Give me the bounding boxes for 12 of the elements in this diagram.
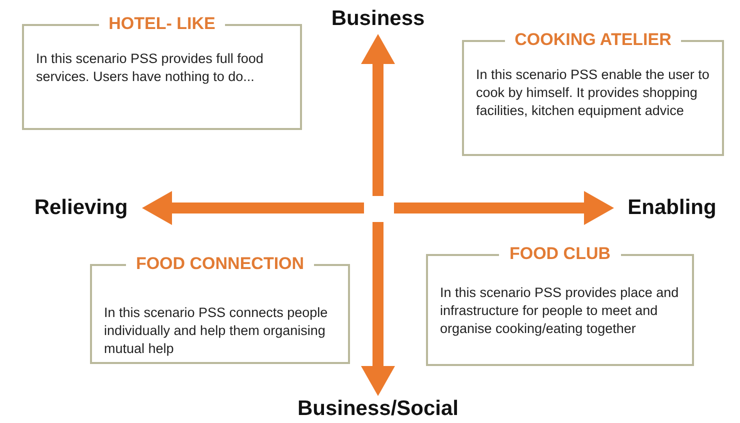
arrow [361, 222, 395, 396]
card-text: In this scenario PSS enable the user to cook by himself. It provides shopping facilities, kitchen equipment advice [476, 66, 710, 120]
axis-label: Business [318, 6, 438, 34]
axis-label: Enabling [614, 195, 730, 223]
axis-label: Business/Social [268, 396, 488, 422]
card-text: In this scenario PSS provides full food services. Users have nothing to do... [36, 50, 264, 86]
card-text: In this scenario PSS provides place and infrastructure for people to meet and organise cooking/eating together [440, 284, 680, 338]
arrow [142, 191, 364, 225]
arrow [361, 34, 395, 196]
arrow [394, 191, 614, 225]
axis-label: Relieving [20, 195, 142, 223]
card-text: In this scenario PSS connects people individually and help them organising mutual help [104, 304, 329, 358]
